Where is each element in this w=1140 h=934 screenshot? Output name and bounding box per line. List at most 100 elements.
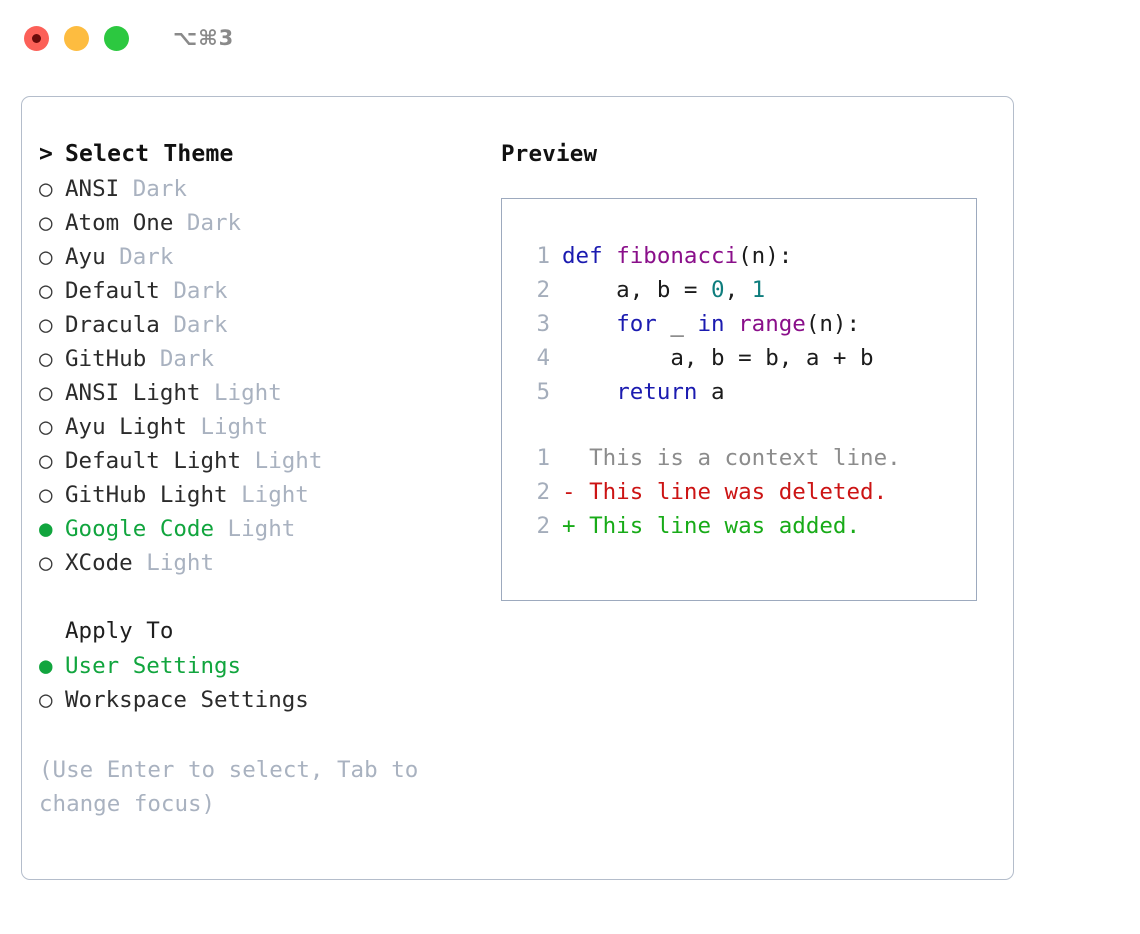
radio-unselected-icon[interactable]: ○ (39, 210, 53, 236)
theme-name-label: ANSI (65, 176, 120, 202)
radio-unselected-icon[interactable]: ○ (39, 550, 53, 576)
line-number: 2 (536, 513, 550, 539)
theme-name-label: Ayu (65, 244, 106, 270)
code-token: _ (656, 311, 698, 337)
line-number: 4 (536, 345, 550, 371)
theme-name-label: Dracula (65, 312, 160, 338)
theme-selector-panel: >Select Theme ○ANSI Dark○Atom One Dark○A… (39, 141, 479, 821)
diff-text: This is a context line. (589, 445, 901, 471)
theme-variant-badge: Dark (146, 346, 215, 372)
theme-list-item[interactable]: ○ANSI Light Light (39, 380, 479, 414)
diff-line: 2+ This line was added. (520, 513, 976, 547)
theme-list-item[interactable]: ○Default Dark (39, 278, 479, 312)
line-number: 2 (536, 277, 550, 303)
theme-list: ○ANSI Dark○Atom One Dark○Ayu Dark○Defaul… (39, 176, 479, 584)
radio-unselected-icon[interactable]: ○ (39, 414, 53, 440)
radio-unselected-icon[interactable]: ○ (39, 312, 53, 338)
code-token: 0 (711, 277, 725, 303)
theme-variant-badge: Light (241, 448, 323, 474)
code-token: in (697, 311, 725, 337)
code-token: a (697, 379, 725, 405)
radio-selected-icon[interactable]: ● (39, 653, 53, 679)
theme-list-item[interactable]: ○ Default Light Light (39, 448, 479, 482)
radio-unselected-icon[interactable]: ○ (39, 278, 53, 304)
radio-unselected-icon[interactable]: ○ (39, 346, 53, 372)
apply-to-list-item[interactable]: ●User Settings (39, 653, 479, 687)
radio-unselected-icon[interactable]: ○ (39, 244, 53, 270)
theme-variant-badge: Light (132, 550, 215, 576)
radio-unselected-icon[interactable]: ○ (39, 482, 53, 508)
diff-sample: 1 This is a context line.2- This line wa… (520, 445, 976, 547)
code-token: a, b = (562, 277, 712, 303)
theme-variant-badge: Dark (159, 278, 228, 304)
theme-list-item[interactable]: ○ ANSI Dark (39, 176, 479, 210)
theme-list-item[interactable]: ○Dracula Dark (39, 312, 479, 346)
line-number: 1 (536, 445, 550, 471)
theme-list-item[interactable]: ○ GitHub Light Light (39, 482, 479, 516)
diff-line: 1 This is a context line. (520, 445, 976, 479)
code-token: range (738, 311, 806, 337)
theme-list-item[interactable]: ○ Ayu Light Light (39, 414, 479, 448)
theme-list-item[interactable]: ○ XCode Light (39, 550, 479, 584)
code-token: def (562, 243, 617, 269)
theme-name-label: Atom One (65, 210, 174, 236)
maximize-button[interactable] (104, 25, 129, 51)
theme-list-item[interactable]: ○ Ayu Dark (39, 244, 479, 278)
theme-name-label: GitHub Light (65, 482, 228, 508)
code-token: 1 (751, 277, 766, 303)
radio-unselected-icon[interactable]: ○ (39, 687, 53, 713)
code-token (562, 379, 616, 405)
theme-variant-badge: Light (200, 380, 282, 406)
diff-marker: - (562, 479, 590, 505)
code-token: , (724, 277, 752, 303)
radio-unselected-icon[interactable]: ○ (39, 176, 53, 202)
theme-variant-badge: Light (186, 414, 269, 440)
theme-list-item[interactable]: ○ GitHub Dark (39, 346, 479, 380)
code-line: 3 for _ in range(n): (520, 311, 976, 345)
radio-selected-icon[interactable]: ● (39, 516, 53, 542)
theme-list-item[interactable]: ● Google Code Light (39, 516, 479, 550)
close-button[interactable] (24, 25, 49, 51)
line-number: 3 (536, 311, 550, 337)
theme-variant-badge: Dark (105, 244, 174, 270)
title-bar: ⌥⌘3 (0, 0, 1140, 76)
line-number: 5 (536, 379, 550, 405)
radio-unselected-icon[interactable]: ○ (39, 448, 53, 474)
keyboard-shortcut-label: ⌥⌘3 (173, 26, 235, 50)
code-token: (n): (805, 311, 861, 337)
theme-name-label: Ayu Light (65, 414, 187, 440)
theme-name-label: GitHub (65, 346, 147, 372)
code-token (725, 311, 739, 337)
apply-to-list: ●User Settings○Workspace Settings (39, 653, 479, 721)
spacer (39, 584, 479, 618)
theme-name-label: Default Light (65, 448, 242, 474)
theme-variant-badge: Dark (119, 176, 187, 202)
diff-line: 2- This line was deleted. (520, 479, 976, 513)
radio-unselected-icon[interactable]: ○ (39, 380, 53, 406)
diff-text: This line was added. (589, 513, 861, 539)
select-theme-label: Select Theme (65, 141, 234, 167)
apply-to-heading: Apply To (65, 618, 174, 644)
minimize-button[interactable] (64, 25, 89, 51)
apply-to-list-item[interactable]: ○Workspace Settings (39, 687, 479, 721)
theme-name-label: XCode (65, 550, 133, 576)
preview-heading: Preview (501, 141, 598, 167)
code-token: return (616, 379, 698, 405)
code-line: 2 a, b = 0, 1 (520, 277, 976, 311)
page-title: >Select Theme (39, 141, 479, 176)
code-token: fibonacci (616, 243, 739, 269)
theme-variant-badge: Light (227, 482, 309, 508)
code-line: 5 return a (520, 379, 976, 413)
theme-variant-badge: Dark (173, 210, 242, 236)
theme-variant-badge: Light (214, 516, 296, 542)
code-token (562, 311, 616, 337)
line-number: 2 (536, 479, 550, 505)
theme-name-label: Google Code (65, 516, 215, 542)
theme-list-item[interactable]: ○ Atom One Dark (39, 210, 479, 244)
line-number: 1 (536, 243, 550, 269)
